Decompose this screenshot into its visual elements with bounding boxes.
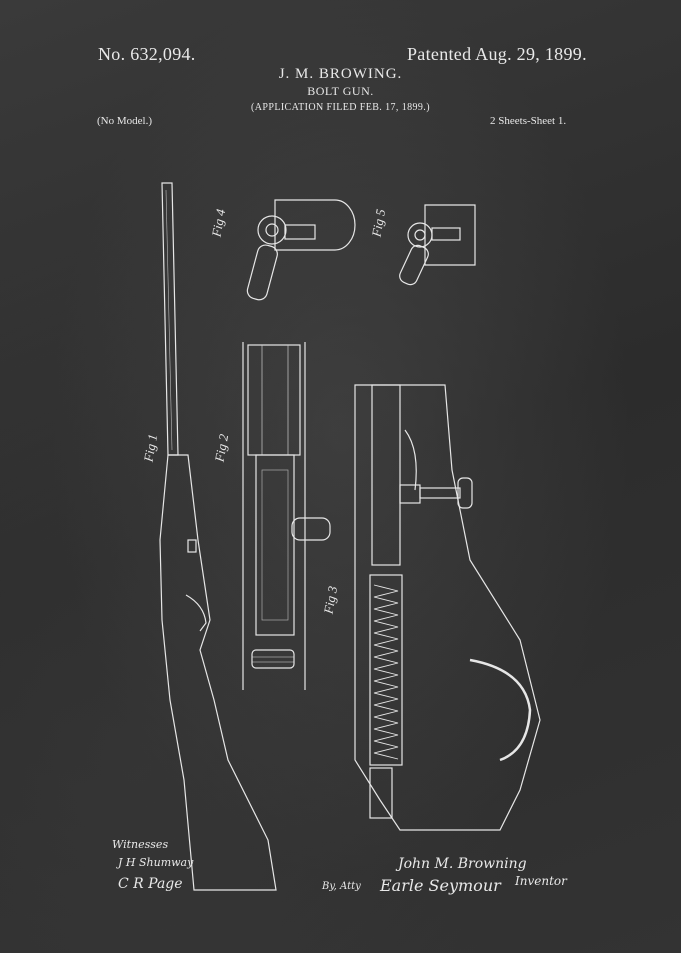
attorney-prefix: By, Atty <box>322 881 361 892</box>
witnesses-label: Witnesses <box>112 838 169 851</box>
inventor-signature: John M. Browning <box>398 856 527 872</box>
fig1-rifle <box>159 182 277 891</box>
patent-number: No. 632,094. <box>98 44 196 64</box>
patent-date: Patented Aug. 29, 1899. <box>407 44 587 64</box>
model-note: (No Model.) <box>97 115 152 127</box>
inventor-name-header: J. M. BROWING. <box>278 66 403 82</box>
application-filed: (APPLICATION FILED FEB. 17, 1899.) <box>251 102 430 113</box>
witness-signature-2: C R Page <box>118 876 183 892</box>
fig2-bolt <box>242 342 331 690</box>
fig3-action-section <box>354 384 541 831</box>
inventor-label: Inventor <box>515 874 567 888</box>
witness-signature-1: J H Shumway <box>118 856 194 869</box>
attorney-signature: Earle Seymour <box>380 876 501 895</box>
fig5-cross-section <box>399 204 476 286</box>
sheet-info: 2 Sheets-Sheet 1. <box>490 115 567 127</box>
invention-title: BOLT GUN. <box>307 84 374 98</box>
fig4-cross-section <box>246 199 356 301</box>
